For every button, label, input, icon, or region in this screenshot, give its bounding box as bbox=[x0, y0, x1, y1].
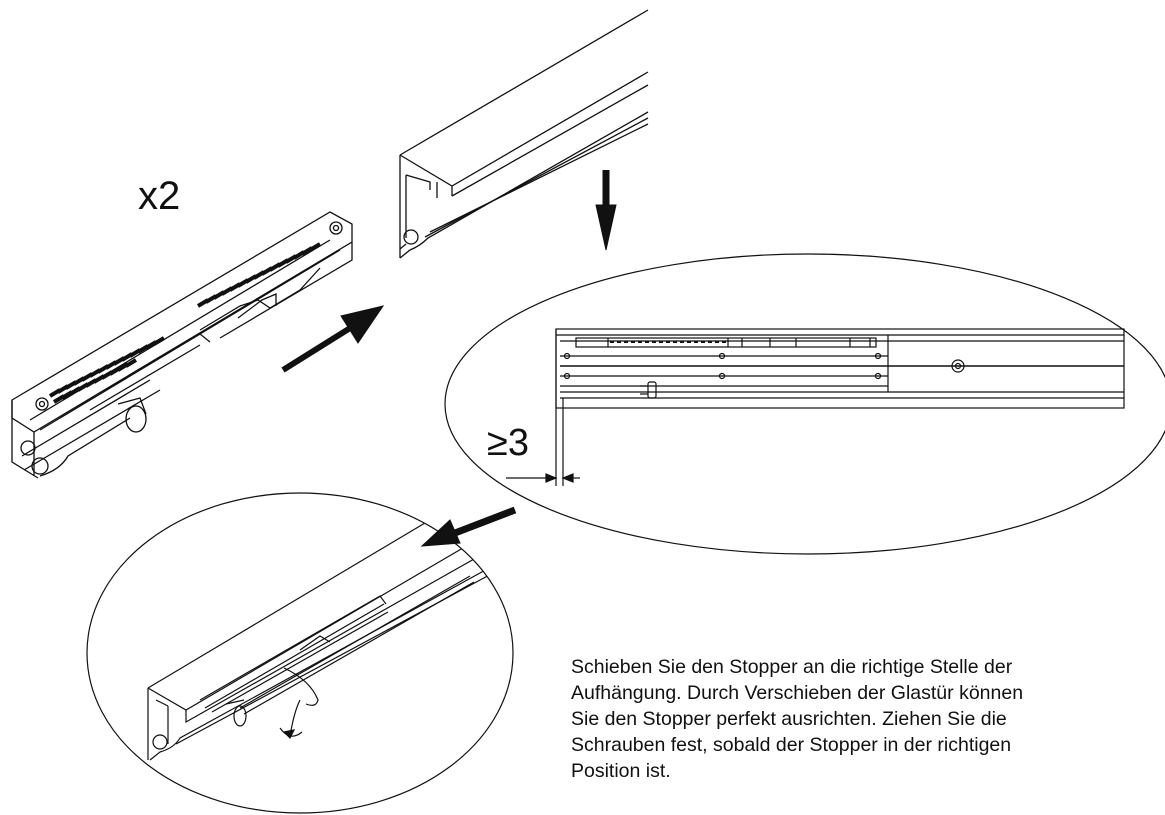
instruction-line: Schieben Sie den Stopper an die richtige… bbox=[571, 656, 1013, 678]
insert-arrow-line bbox=[281, 322, 357, 373]
stopper-part bbox=[11, 211, 353, 479]
instruction-line: Aufhängung. Durch Verschieben der Glastü… bbox=[571, 682, 1024, 704]
instruction-text: Schieben Sie den Stopper an die richtige… bbox=[571, 654, 1161, 784]
down-arrow-head bbox=[595, 204, 617, 251]
insert-arrow-head bbox=[340, 305, 385, 344]
instruction-line: Sie den Stopper perfekt ausrichten. Zieh… bbox=[571, 708, 1007, 730]
zoom-arrow-line bbox=[453, 506, 517, 537]
detail-view-top bbox=[444, 253, 1165, 555]
detail-view-bottom bbox=[86, 492, 514, 814]
quantity-label: x2 bbox=[138, 174, 181, 218]
instruction-line: Position ist. bbox=[571, 760, 671, 782]
rail-profile bbox=[399, 9, 649, 259]
instruction-line: Schrauben fest, sobald der Stopper in de… bbox=[571, 734, 1012, 756]
min-gap-dimension: ≥3 bbox=[487, 422, 529, 464]
